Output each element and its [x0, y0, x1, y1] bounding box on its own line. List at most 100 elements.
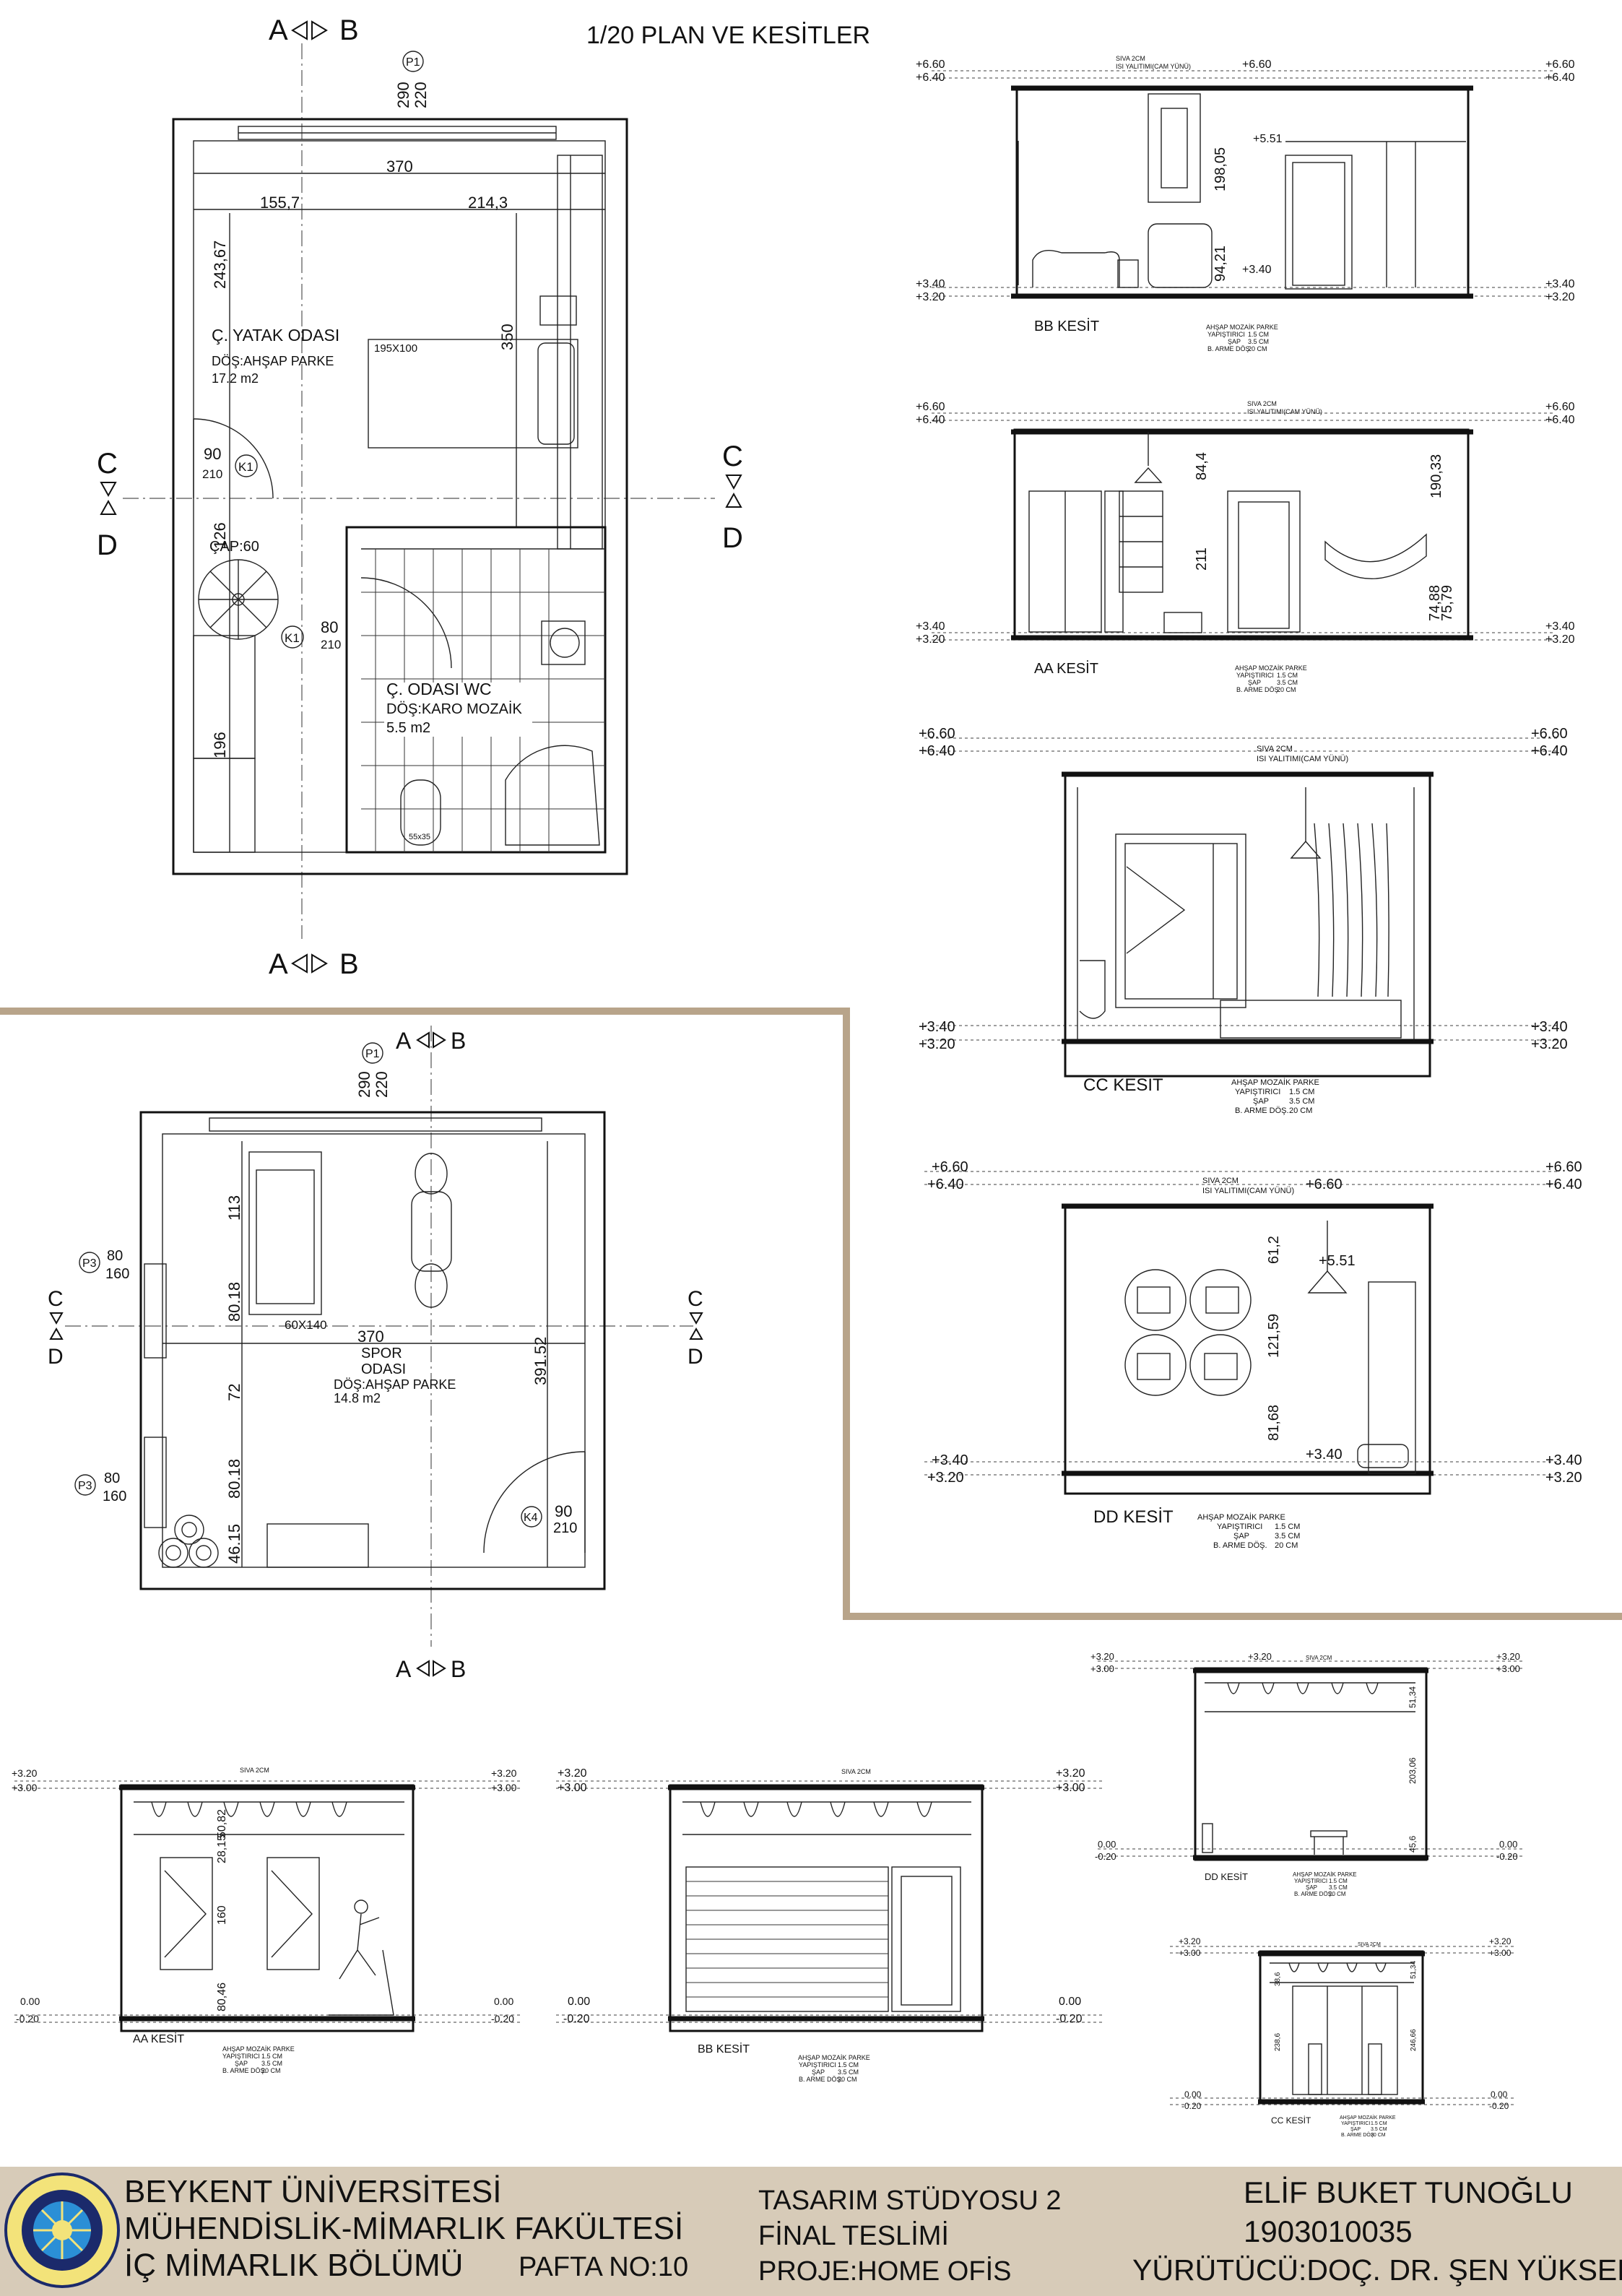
- window-tag-p1: P1 290 220: [394, 51, 430, 108]
- svg-text:0.00: 0.00: [20, 1996, 40, 2007]
- svg-text:0.00: 0.00: [1491, 2089, 1508, 2100]
- svg-text:155,7: 155,7: [260, 194, 300, 212]
- svg-text:YAPIŞTIRICI: YAPIŞTIRICI: [1236, 672, 1274, 679]
- svg-text:238,6: 238,6: [1274, 2033, 1282, 2051]
- footer-advisor: YÜRÜTÜCÜ:DOÇ. DR. ŞEN YÜKSEL: [1132, 2253, 1622, 2287]
- svg-text:DÖŞ:AHŞAP PARKE: DÖŞ:AHŞAP PARKE: [212, 354, 334, 368]
- svg-text:SIVA 2CM: SIVA 2CM: [1116, 55, 1145, 62]
- svg-text:A: A: [396, 1656, 412, 1682]
- svg-text:ŞAP: ŞAP: [1233, 1532, 1249, 1541]
- svg-text:SIVA 2CM: SIVA 2CM: [240, 1767, 269, 1774]
- section-bb-upper: +6.60 +6.40 +3.40 +3.20 +6.60 +6.40 +3.4…: [916, 55, 1575, 352]
- svg-text:+6.60: +6.60: [916, 59, 945, 71]
- svg-text:+3.00: +3.00: [1179, 1948, 1201, 1958]
- svg-text:K1: K1: [285, 631, 300, 645]
- section-bb-lower: +3.20 +3.00 0.00 -0.20 +3.20 +3.00 0.00 …: [556, 1767, 1105, 2083]
- svg-text:+3.20: +3.20: [1248, 1651, 1272, 1662]
- svg-text:90: 90: [555, 1502, 572, 1520]
- section-dd-upper-label: DD KESİT: [1093, 1507, 1174, 1527]
- section-aa-upper-label: AA KESİT: [1034, 660, 1098, 677]
- svg-text:+6.60: +6.60: [1242, 59, 1272, 71]
- ceiling-lights-aa: [134, 1801, 404, 1835]
- footer-project: PROJE:HOME OFİS: [758, 2256, 1012, 2287]
- svg-text:+3.20: +3.20: [927, 1470, 964, 1486]
- svg-text:14.8 m2: 14.8 m2: [334, 1391, 381, 1405]
- svg-text:ODASI: ODASI: [361, 1361, 406, 1377]
- svg-text:+3.40: +3.40: [919, 1019, 955, 1035]
- svg-text:51,34: 51,34: [1408, 1686, 1418, 1708]
- svg-text:0.00: 0.00: [1184, 2089, 1202, 2100]
- svg-text:-0.20: -0.20: [1496, 1851, 1518, 1862]
- svg-text:+3.20: +3.20: [1090, 1651, 1114, 1662]
- svg-text:1.5 CM: 1.5 CM: [261, 2053, 282, 2060]
- svg-text:P3: P3: [78, 1480, 92, 1492]
- svg-text:+3.20: +3.20: [1496, 1651, 1520, 1662]
- svg-text:YAPIŞTIRICI: YAPIŞTIRICI: [799, 2061, 836, 2068]
- svg-text:80.18: 80.18: [225, 1282, 243, 1322]
- treadmill-figure: [329, 1899, 394, 2016]
- section-aa-upper: +6.60 +6.40 +3.40 +3.20 +6.60 +6.40 +3.4…: [916, 400, 1575, 693]
- svg-text:81,68: 81,68: [1266, 1405, 1282, 1441]
- svg-text:3.5 CM: 3.5 CM: [1248, 338, 1269, 345]
- svg-text:391.52: 391.52: [532, 1337, 550, 1385]
- wall-art-frames: [1124, 1269, 1252, 1396]
- svg-text:-0.20: -0.20: [1181, 2101, 1202, 2111]
- svg-text:+3.40: +3.40: [1545, 278, 1575, 290]
- svg-text:+6.40: +6.40: [1545, 414, 1575, 426]
- svg-text:80: 80: [104, 1470, 120, 1486]
- svg-text:+3.00: +3.00: [12, 1782, 38, 1793]
- svg-text:A: A: [269, 14, 288, 46]
- svg-text:28,15: 28,15: [216, 1834, 228, 1863]
- svg-text:ÇAP:60: ÇAP:60: [209, 539, 259, 555]
- svg-text:YAPIŞTIRICI: YAPIŞTIRICI: [1217, 1522, 1262, 1531]
- section-dd-upper: +6.60 +6.40 +3.40 +3.20 +6.60 +6.40 +3.4…: [924, 1159, 1582, 1550]
- svg-text:+3.20: +3.20: [1489, 1936, 1512, 1946]
- svg-text:B: B: [339, 14, 359, 46]
- gym-panel-frame: [0, 1008, 1622, 1620]
- svg-text:+6.60: +6.60: [1306, 1177, 1343, 1192]
- svg-text:80,46: 80,46: [216, 1983, 228, 2011]
- svg-text:-0.20: -0.20: [1489, 2101, 1509, 2111]
- weight-plates: [158, 1515, 219, 1568]
- section-dd-lower: +3.20 +3.00 0.00 -0.20 +3.20 +3.00 0.00 …: [1090, 1651, 1524, 1897]
- svg-text:+6.40: +6.40: [927, 1177, 964, 1192]
- svg-text:D: D: [688, 1345, 703, 1369]
- svg-text:160: 160: [216, 1905, 228, 1925]
- svg-text:B: B: [451, 1028, 466, 1054]
- svg-text:+3.00: +3.00: [491, 1782, 517, 1793]
- svg-text:C: C: [48, 1287, 64, 1311]
- svg-text:38,6: 38,6: [1274, 1972, 1282, 1986]
- svg-text:+3.40: +3.40: [916, 620, 945, 633]
- svg-text:ŞAP: ŞAP: [1306, 1884, 1317, 1891]
- svg-text:ISI YALITIMI(CAM YÜNÜ): ISI YALITIMI(CAM YÜNÜ): [1247, 408, 1322, 415]
- svg-text:+3.20: +3.20: [916, 291, 945, 303]
- svg-text:+5.51: +5.51: [1253, 133, 1283, 145]
- svg-text:195X100: 195X100: [374, 342, 417, 355]
- svg-text:AHŞAP MOZAİK PARKE: AHŞAP MOZAİK PARKE: [222, 2045, 295, 2053]
- svg-text:20 CM: 20 CM: [1275, 1541, 1298, 1550]
- svg-text:C: C: [722, 441, 743, 472]
- gym-plan: A B A B C D C D P1 290 220: [48, 1026, 703, 1682]
- svg-text:0.00: 0.00: [494, 1996, 513, 2007]
- svg-text:80.18: 80.18: [225, 1459, 243, 1499]
- svg-text:+3.40: +3.40: [1306, 1447, 1343, 1463]
- svg-text:+3.40: +3.40: [1242, 264, 1272, 276]
- svg-text:B. ARME DÖŞ.: B. ARME DÖŞ.: [222, 2067, 266, 2074]
- footer-university: BEYKENT ÜNİVERSİTESİ: [124, 2174, 502, 2209]
- svg-text:+6.40: +6.40: [919, 743, 955, 759]
- sheet-title: 1/20 PLAN VE KESİTLER: [586, 22, 870, 49]
- section-cc-lower: +3.20 +3.00 0.00 -0.20 +3.20 +3.00 0.00 …: [1170, 1936, 1517, 2138]
- svg-text:-0.20: -0.20: [1095, 1851, 1116, 1862]
- svg-text:A: A: [396, 1028, 412, 1054]
- section-cc-upper: +6.60 +6.40 +3.40 +3.20 +6.60 +6.40 +3.4…: [919, 726, 1568, 1115]
- svg-text:20 CM: 20 CM: [1329, 1891, 1346, 1897]
- svg-text:AHŞAP MOZAİK PARKE: AHŞAP MOZAİK PARKE: [1231, 1078, 1319, 1087]
- svg-text:C: C: [688, 1287, 703, 1311]
- svg-text:ŞAP: ŞAP: [1350, 2127, 1361, 2132]
- svg-text:72: 72: [225, 1384, 243, 1401]
- svg-text:YAPIŞTIRICI: YAPIŞTIRICI: [1235, 1088, 1280, 1096]
- svg-text:+3.40: +3.40: [932, 1452, 968, 1468]
- svg-text:203,06: 203,06: [1408, 1757, 1418, 1784]
- section-marker-cd-right: C D: [722, 441, 743, 554]
- footer-student-number: 1903010035: [1244, 2214, 1413, 2248]
